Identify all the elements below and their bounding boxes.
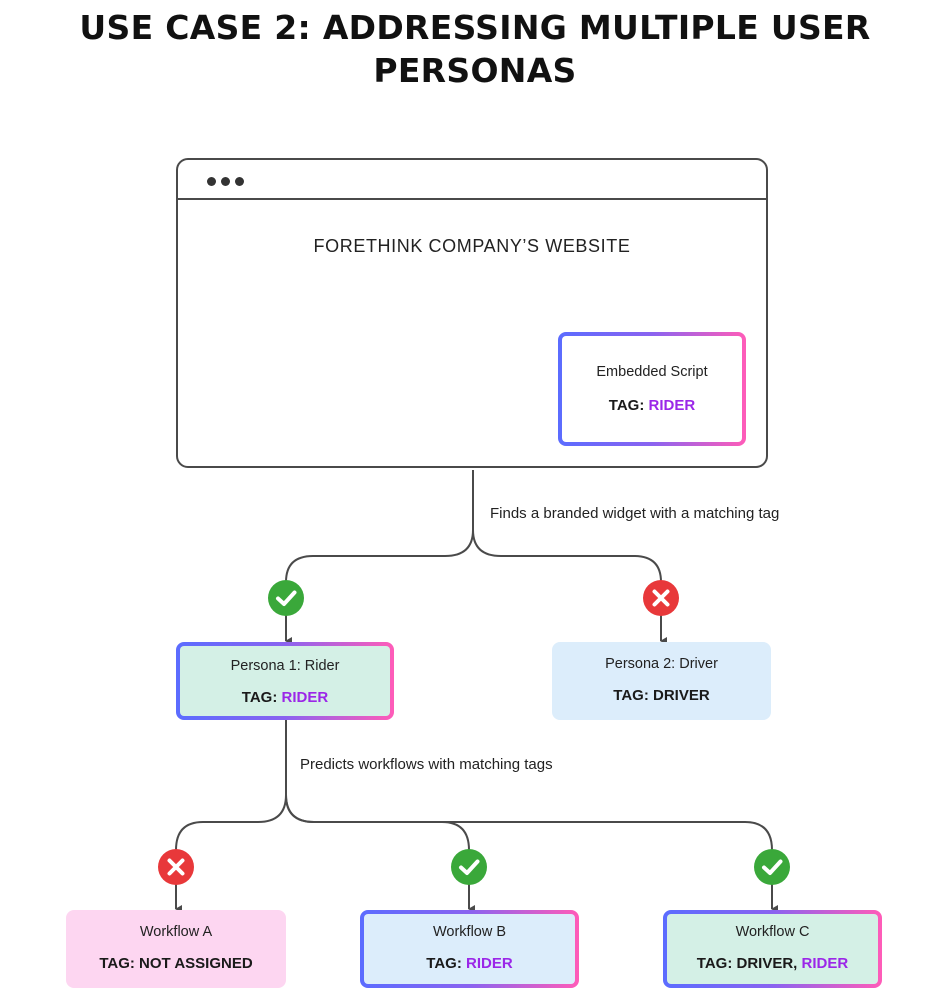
embedded-script-label: Embedded Script xyxy=(596,364,708,380)
workflow-a-box: Workflow A TAG: NOT ASSIGNED xyxy=(66,910,286,988)
page-title: USE CASE 2: ADDRESSING MULTIPLE USER PER… xyxy=(0,6,950,92)
connector-to-workflow-c xyxy=(285,794,773,851)
connector-to-persona-1 xyxy=(285,529,474,583)
persona-2-box: Persona 2: Driver TAG: DRIVER xyxy=(552,642,771,720)
workflow-c-box: Workflow C TAG: DRIVER, RIDER xyxy=(663,910,882,988)
widget-match-note: Finds a branded widget with a matching t… xyxy=(490,505,780,522)
connector-to-persona-2 xyxy=(472,529,662,583)
workflow-b-box: Workflow B TAG: RIDER xyxy=(360,910,579,988)
check-icon xyxy=(754,849,790,885)
persona-2-tag: TAG: DRIVER xyxy=(613,687,710,704)
title-line-2: PERSONAS xyxy=(373,51,577,90)
window-dot-icon xyxy=(207,177,216,186)
workflow-c-label: Workflow C xyxy=(735,924,810,940)
workflow-a-tag: TAG: NOT ASSIGNED xyxy=(99,955,253,972)
window-title-bar-divider xyxy=(178,198,766,200)
x-icon xyxy=(643,580,679,616)
persona-1-tag: TAG: RIDER xyxy=(241,689,329,706)
window-dot-icon xyxy=(235,177,244,186)
workflow-a-label: Workflow A xyxy=(139,924,213,940)
x-icon xyxy=(158,849,194,885)
persona-2-label: Persona 2: Driver xyxy=(605,656,718,672)
workflow-match-note: Predicts workflows with matching tags xyxy=(300,756,553,773)
workflow-b-label: Workflow B xyxy=(432,924,507,940)
workflow-c-tag: TAG: DRIVER, RIDER xyxy=(696,955,849,972)
window-dot-icon xyxy=(221,177,230,186)
persona-1-box: Persona 1: Rider TAG: RIDER xyxy=(176,642,394,720)
persona-1-label: Persona 1: Rider xyxy=(230,658,340,674)
embedded-script-box: Embedded Script TAG: RIDER xyxy=(558,332,746,446)
title-line-1: USE CASE 2: ADDRESSING MULTIPLE USER xyxy=(79,8,871,47)
embedded-script-tag: TAG: RIDER xyxy=(608,397,696,414)
check-icon xyxy=(268,580,304,616)
check-icon xyxy=(451,849,487,885)
connector-to-workflow-a xyxy=(175,794,287,851)
workflow-b-tag: TAG: RIDER xyxy=(426,955,513,972)
website-title: FORETHINK COMPANY’S WEBSITE xyxy=(313,236,631,256)
